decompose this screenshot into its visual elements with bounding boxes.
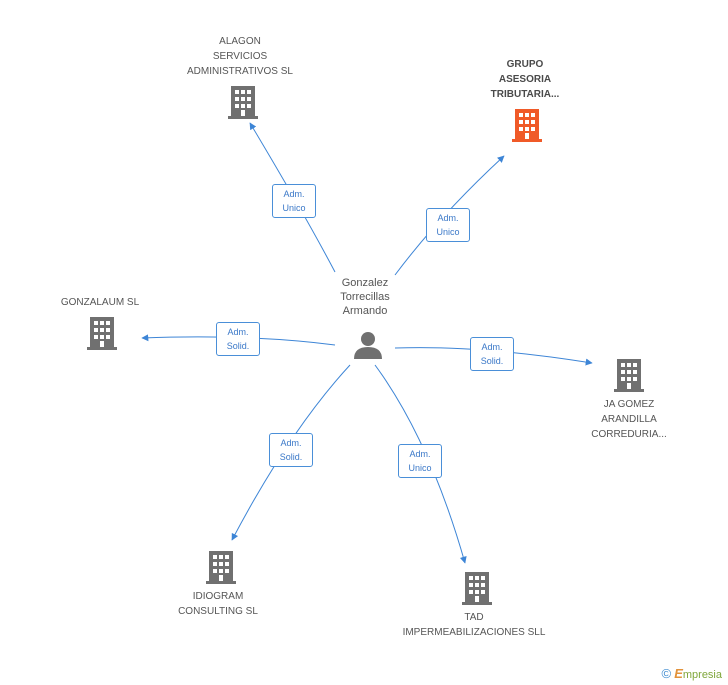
brand-name: mpresia bbox=[682, 669, 722, 681]
building-icon[interactable] bbox=[86, 316, 118, 350]
copyright-icon: © bbox=[661, 666, 672, 681]
relation-label-tad[interactable]: Adm. Unico bbox=[398, 444, 442, 478]
building-icon[interactable] bbox=[461, 571, 493, 605]
node-label-tad[interactable]: TAD IMPERMEABILIZACIONES SLL bbox=[402, 612, 546, 638]
relation-label-gonzalaum[interactable]: Adm. Solid. bbox=[216, 322, 260, 356]
node-label-idiogram[interactable]: IDIOGRAM CONSULTING SL bbox=[178, 591, 258, 617]
person-icon[interactable] bbox=[353, 330, 383, 360]
building-icon[interactable] bbox=[227, 85, 259, 119]
center-person-name[interactable]: Gonzalez Torrecillas Armando bbox=[340, 277, 390, 317]
building-icon[interactable] bbox=[205, 550, 237, 584]
node-label-gonzalaum[interactable]: GONZALAUM SL bbox=[60, 297, 140, 308]
building-icon[interactable] bbox=[511, 108, 543, 142]
node-label-alagon[interactable]: ALAGON SERVICIOS ADMINISTRATIVOS SL bbox=[187, 36, 293, 77]
relation-label-jagomez[interactable]: Adm. Solid. bbox=[470, 337, 514, 371]
node-label-grupo[interactable]: GRUPO ASESORIA TRIBUTARIA... bbox=[490, 59, 560, 100]
node-label-jagomez[interactable]: JA GOMEZ ARANDILLA CORREDURIA... bbox=[591, 399, 667, 440]
brand-initial: E bbox=[674, 666, 683, 681]
empresia-logo[interactable]: © Empresia bbox=[662, 666, 722, 681]
relation-label-alagon[interactable]: Adm. Unico bbox=[272, 184, 316, 218]
relation-label-idiogram[interactable]: Adm. Solid. bbox=[269, 433, 313, 467]
relation-label-grupo[interactable]: Adm. Unico bbox=[426, 208, 470, 242]
building-icon[interactable] bbox=[613, 358, 645, 392]
